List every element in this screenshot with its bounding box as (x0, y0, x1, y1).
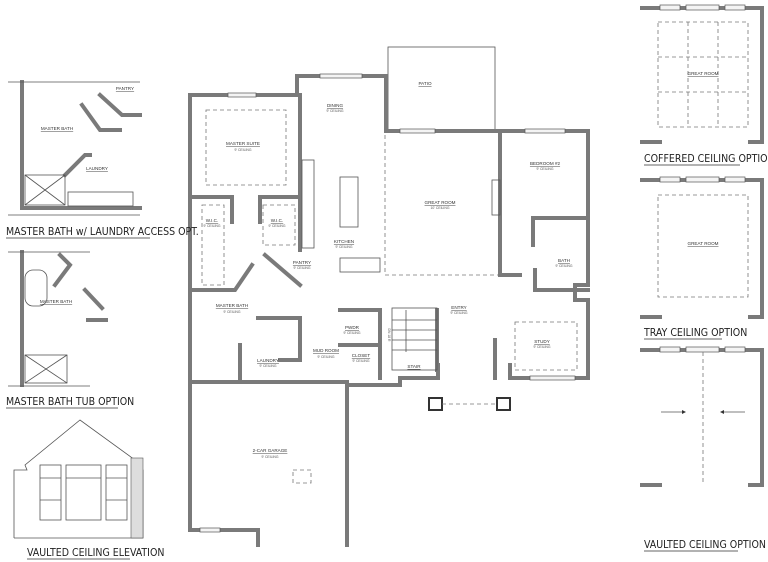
room-ceiling: 9' CEILING (326, 109, 343, 113)
room-ceiling: 9' CEILING (343, 331, 360, 335)
caption-laundry-access-option: MASTER BATH w/ LAUNDRY ACCESS OPT. (6, 226, 199, 238)
stair (391, 307, 438, 371)
window (319, 73, 363, 79)
room-ceiling: 9' CEILING (234, 148, 251, 152)
room-label-entry: ENTRY (451, 305, 467, 310)
floor-drain (292, 469, 312, 484)
room-label-kitchen: KITCHEN (334, 239, 354, 244)
room-ceiling: 9' CEILING (555, 264, 572, 268)
window (524, 128, 566, 134)
room-ceiling: 9' CEILING (268, 224, 285, 228)
kitchen-island (339, 176, 359, 228)
interior-wall (531, 216, 590, 247)
room-ceiling: 9' CEILING (203, 224, 220, 228)
room-ceiling: 9' CEILING (261, 455, 278, 459)
room-ceiling: 9' CEILING (317, 355, 334, 359)
tub-option: MASTER BATH MASTER BATH TUB OPTION (6, 250, 134, 409)
room-label-great-room: GREAT ROOM (688, 241, 719, 246)
caption-tray-option: TRAY CEILING OPTION (643, 327, 747, 339)
kitchen-counter (301, 159, 315, 249)
laundry-access-option: PANTRY MASTER BATH LAUNDRY MASTER BATH w… (6, 80, 199, 239)
exterior-wall (188, 93, 299, 547)
fireplace (491, 179, 501, 216)
room-ceiling: 9' CEILING (259, 364, 276, 368)
interior-wall (533, 268, 590, 292)
room-ceiling: 10' CEILING (431, 206, 450, 210)
interior-wall (256, 316, 302, 362)
room-ceiling: 9' CEILING (533, 345, 550, 349)
window (105, 464, 128, 521)
caption-vaulted-elevation: VAULTED CEILING ELEVATION (27, 547, 164, 559)
window (529, 375, 576, 381)
room-label-master-bath: MASTER BATH (216, 303, 248, 308)
room-label-pantry: PANTRY (293, 260, 311, 265)
stair-note: DN 18 R (387, 328, 391, 342)
room-label-wic: W.I.C. (206, 218, 219, 223)
main-floor-plan: PATIO DINING 9' CEILING MASTER SUITE 9' … (188, 46, 590, 547)
garage-east-wall (345, 363, 440, 547)
vaulted-elevation: VAULTED CEILING ELEVATION (13, 419, 164, 560)
room-label-dining: DINING (327, 103, 344, 108)
room-label-pwdr: PWDR (345, 325, 360, 330)
room-label-stair: STAIR (407, 364, 421, 369)
patio-slab (387, 46, 496, 132)
porch-column (428, 397, 443, 411)
ceiling-outline (514, 321, 578, 371)
room-label-laundry: LAUNDRY (86, 166, 108, 171)
coffered-ceiling-option: GREAT ROOM COFFERED CEILING OPTION (640, 4, 768, 166)
vaulted-ceiling-option: VAULTED CEILING OPTION (640, 346, 766, 552)
room-label-pantry: PANTRY (116, 86, 134, 91)
room-label-great-room: GREAT ROOM (688, 71, 719, 76)
room-label-closet: CLOSET (352, 353, 371, 358)
interior-wall (188, 262, 255, 292)
caption-tub-option: MASTER BATH TUB OPTION (6, 396, 134, 408)
room-label-wic: W.I.C. (271, 218, 284, 223)
interior-wall (338, 308, 382, 380)
bathtub (24, 269, 48, 307)
room-ceiling: 9' CEILING (536, 167, 553, 171)
room-label-master-bath: MASTER BATH (41, 126, 73, 131)
stone-veneer (130, 457, 144, 539)
room-label-master-suite: MASTER SUITE (226, 141, 260, 146)
room-label-patio: PATIO (418, 81, 432, 86)
caption-vaulted-option: VAULTED CEILING OPTION (644, 539, 766, 551)
interior-wall (188, 195, 234, 224)
room-ceiling: 9' CEILING (335, 245, 352, 249)
room-label-mud-room: MUD ROOM (313, 348, 339, 353)
interior-wall (258, 195, 302, 224)
interior-wall (262, 252, 303, 288)
room-ceiling: 9' CEILING (293, 266, 310, 270)
room-label-master-bath: MASTER BATH (40, 299, 72, 304)
porch-column (496, 397, 511, 411)
window (39, 464, 62, 521)
room-ceiling: 9' CEILING (450, 311, 467, 315)
window (65, 464, 102, 521)
room-label-bedroom-2: BEDROOM #2 (530, 161, 561, 166)
room-label-garage: 2-CAR GARAGE (253, 448, 288, 453)
room-ceiling: 9' CEILING (223, 310, 240, 314)
caption-coffered-option: COFFERED CEILING OPTION (644, 153, 768, 165)
window (399, 128, 436, 134)
kitchen-counter (339, 257, 381, 273)
window (199, 527, 221, 533)
room-label-study: STUDY (534, 339, 550, 344)
ceiling-outline (262, 204, 296, 246)
window (227, 92, 257, 98)
room-ceiling: 9' CEILING (352, 359, 369, 363)
room-label-great-room: GREAT ROOM (425, 200, 456, 205)
tray-ceiling-option: GREAT ROOM TRAY CEILING OPTION (640, 176, 764, 340)
ceiling-outline (201, 204, 225, 286)
room-label-bath: BATH (558, 258, 570, 263)
interior-wall (498, 129, 522, 277)
room-label-laundry: LAUNDRY (257, 358, 279, 363)
